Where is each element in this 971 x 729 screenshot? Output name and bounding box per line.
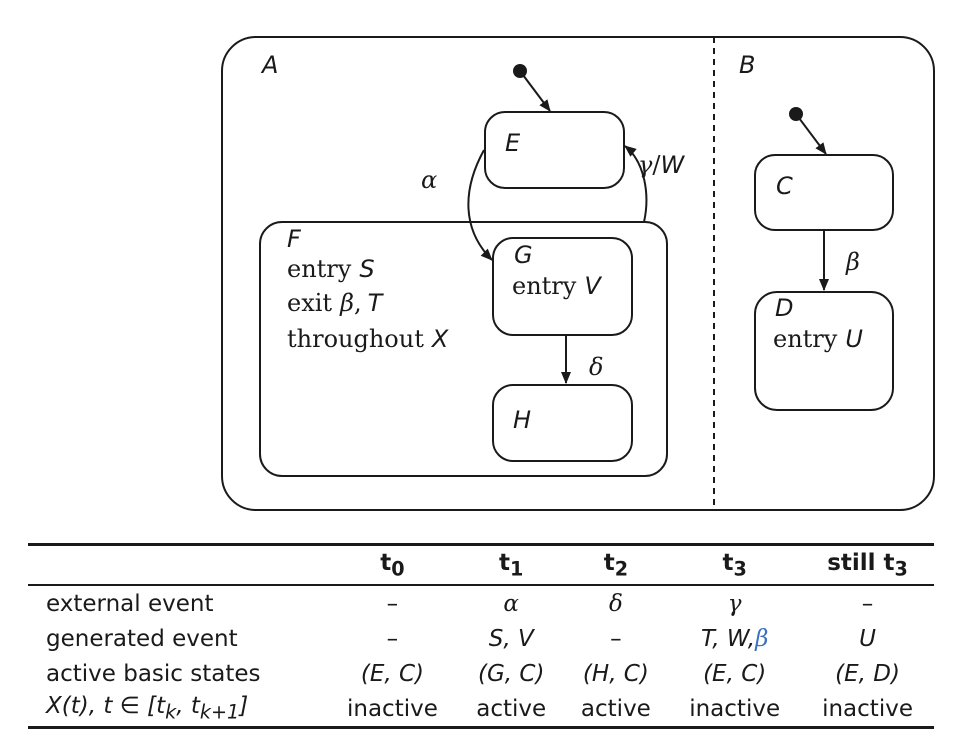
state-E-label: E — [505, 129, 521, 157]
state-D-label: D — [775, 294, 793, 322]
state-A-label: A — [260, 51, 278, 79]
table-cell: S, V — [488, 625, 534, 652]
table-cell: U — [859, 625, 876, 652]
table-cell: inactive — [822, 695, 913, 722]
header-empty — [28, 545, 326, 586]
state-G — [492, 237, 633, 336]
table-row: generated event – S, V – T, W,β U — [28, 621, 934, 656]
table-cell: α — [503, 590, 519, 617]
generated-beta-blue: β — [755, 625, 769, 652]
row-label-generated-event: generated event — [46, 625, 238, 652]
row-label-active-basic-states: active basic states — [46, 660, 261, 687]
state-E — [484, 111, 625, 189]
superstate-box — [221, 36, 935, 511]
table-cell: – — [386, 590, 399, 617]
header-t0: t0 — [380, 549, 405, 581]
gamma-W-label: γ/W — [638, 151, 685, 179]
state-H — [492, 384, 633, 462]
table-cell: inactive — [346, 695, 438, 722]
table-cell: δ — [608, 590, 623, 617]
initial-transition-E — [519, 70, 551, 112]
transition-F-to-E — [624, 145, 648, 223]
table-cell: – — [861, 590, 874, 617]
beta-label: β — [845, 248, 860, 276]
header-t2: t2 — [603, 549, 629, 581]
state-F — [259, 221, 668, 477]
table-cell: (E, C) — [703, 660, 767, 687]
table-cell: active — [580, 695, 651, 722]
table-cell: – — [610, 625, 622, 652]
initial-transition-C — [795, 113, 827, 155]
table-cell: (H, C) — [582, 660, 649, 687]
table-cell: – — [386, 625, 399, 652]
table-header-row: t0 t1 t2 t3 still t3 — [28, 544, 934, 586]
table-cell: (G, C) — [477, 660, 545, 687]
state-C-label: C — [776, 172, 793, 200]
state-G-label: G — [514, 241, 533, 269]
table-cell: T, W,β — [700, 625, 769, 652]
delta-label: δ — [589, 353, 603, 381]
header-t3: t3 — [722, 549, 747, 581]
table-cell: active — [476, 695, 547, 722]
row-label-external-event: external event — [46, 590, 214, 617]
state-F-label: F — [287, 225, 302, 253]
state-B-label: B — [739, 51, 755, 79]
table-cell: γ — [727, 590, 742, 617]
header-t1: t1 — [499, 549, 524, 581]
state-H-label: H — [513, 406, 531, 434]
transition-E-to-G — [467, 149, 493, 261]
state-C — [754, 154, 894, 231]
header-still-t3: still t3 — [827, 549, 908, 581]
table-row: X(t), t ∈ [tk, tk+1] inactive active act… — [28, 691, 934, 728]
table-row: external event – α δ γ – — [28, 585, 934, 621]
alpha-label: α — [421, 166, 437, 194]
table-cell: (E, D) — [835, 660, 900, 687]
table-row: active basic states (E, C) (G, C) (H, C)… — [28, 656, 934, 691]
event-table: t0 t1 t2 t3 still t3 external event – α … — [28, 543, 934, 729]
state-D — [754, 291, 894, 411]
table-cell: inactive — [689, 695, 781, 722]
table-cell: (E, C) — [360, 660, 425, 687]
row-label-x-of-t: X(t), t ∈ [tk, tk+1] — [46, 693, 249, 724]
